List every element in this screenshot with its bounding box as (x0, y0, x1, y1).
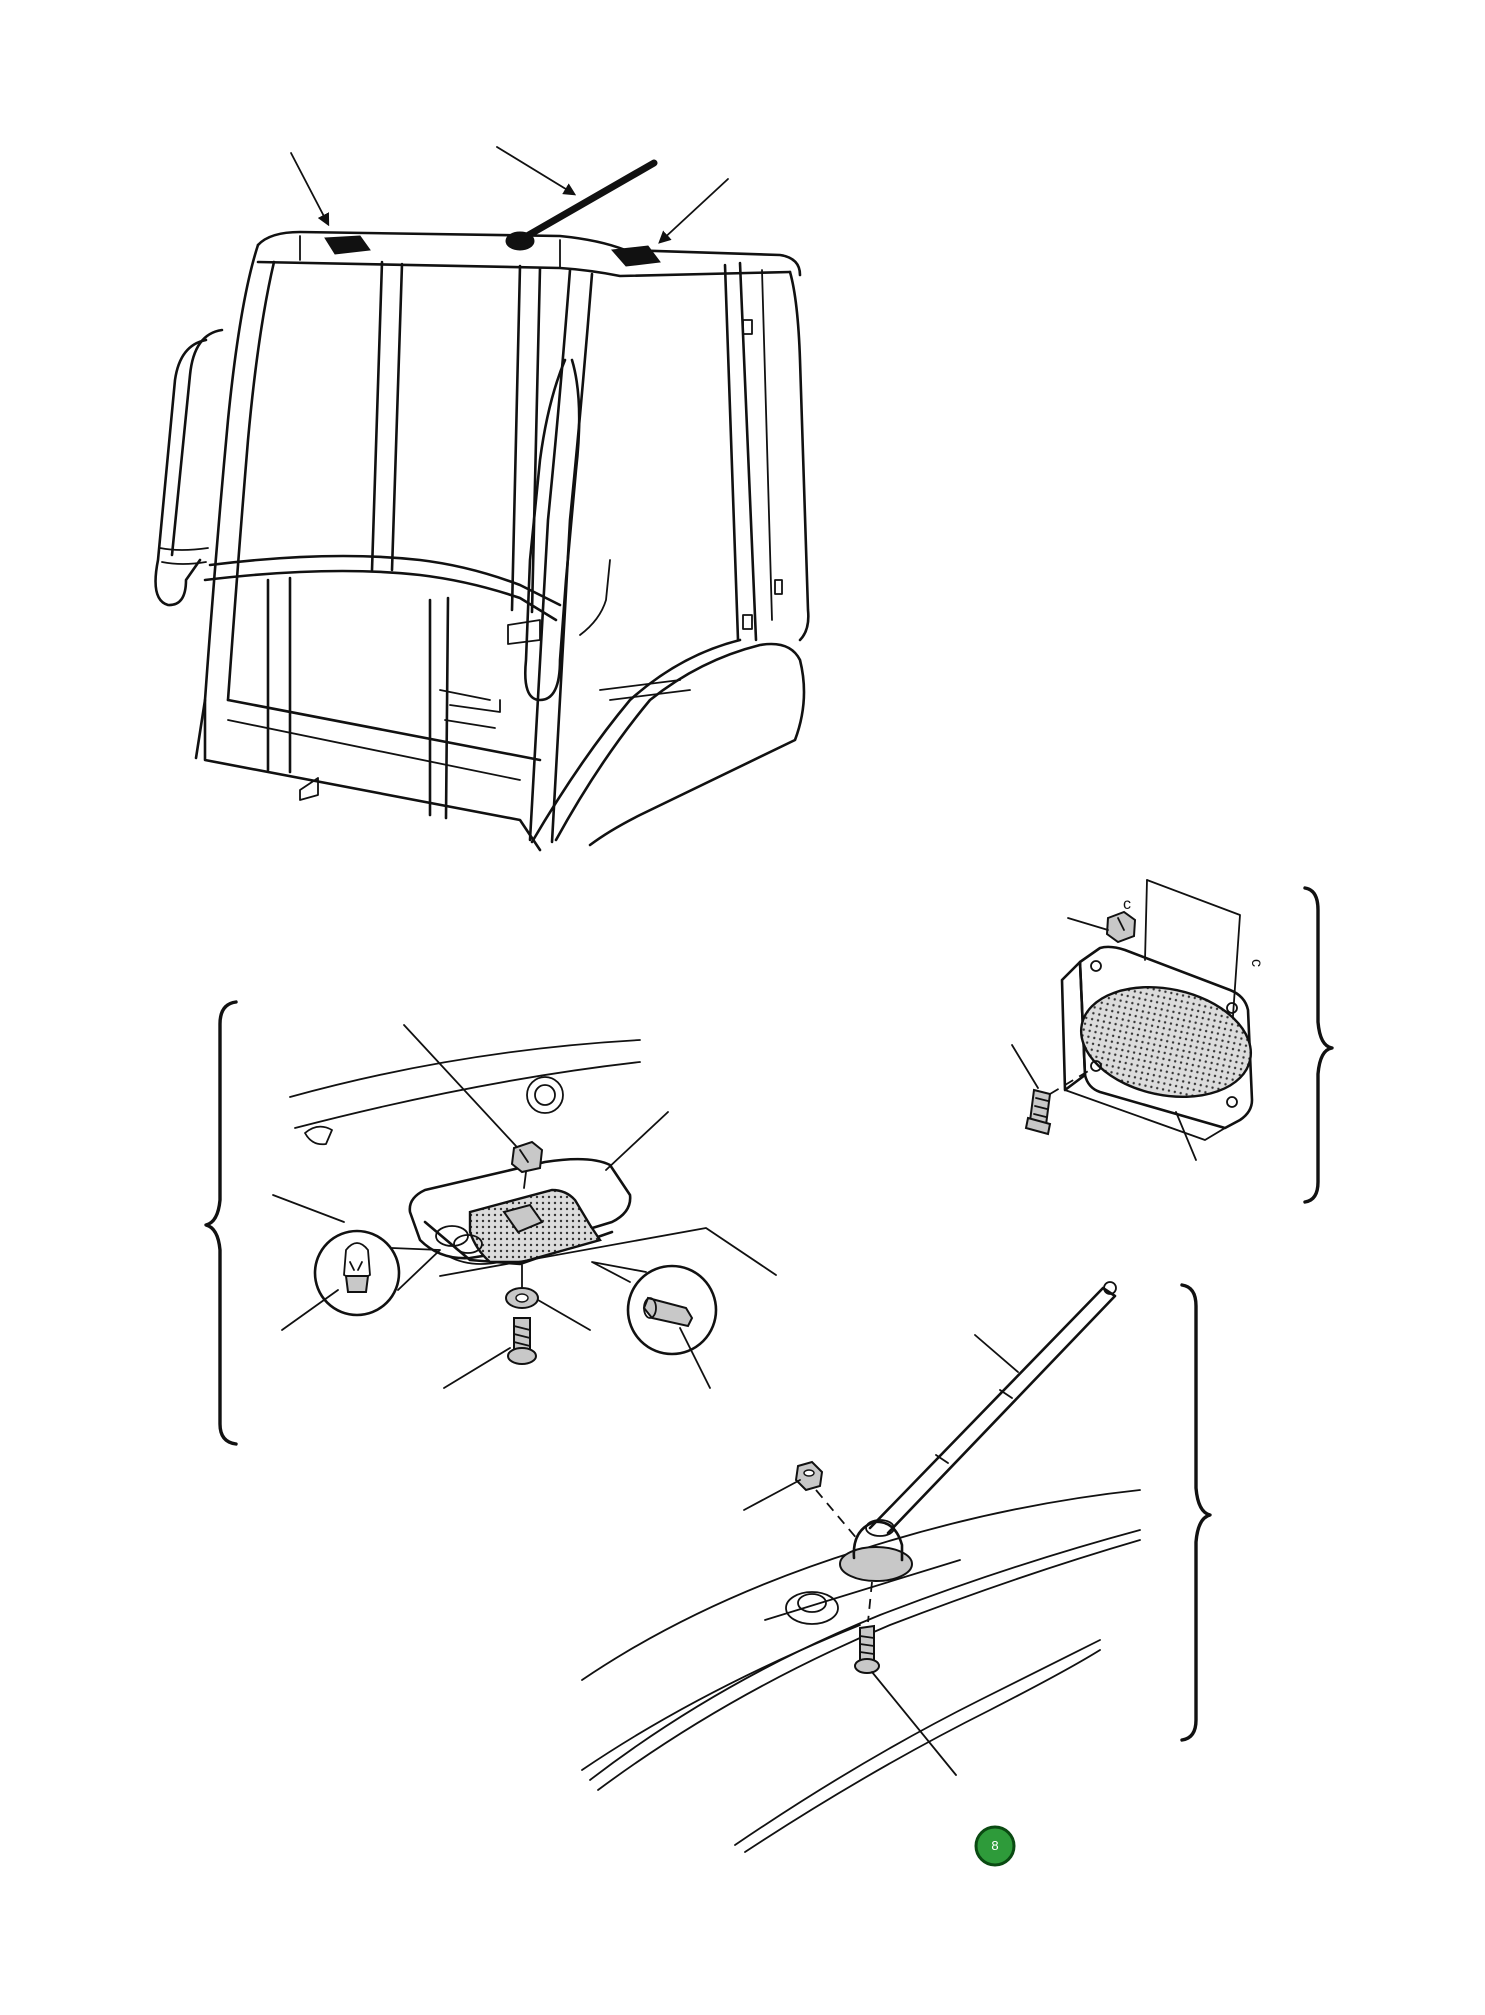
cab-frame-illustration (154, 159, 810, 852)
antenna-detail (581, 1281, 1141, 1853)
leader-dome-housing (605, 1111, 669, 1171)
bulb-callout-circle (313, 1229, 401, 1317)
festoon-bulb (642, 1296, 694, 1328)
leader-dome-clip (403, 1024, 517, 1147)
sheet-number-label: 8 (991, 1838, 999, 1853)
dome-light-brace (204, 1000, 238, 1446)
sheet-number-badge (974, 1825, 1016, 1867)
dome-light-housing (408, 1157, 632, 1260)
leader-speaker (1175, 1111, 1197, 1161)
speaker-frame (1078, 945, 1254, 1130)
festoon-bulb-callout-circle (626, 1264, 718, 1356)
speaker-detail-brace (1303, 886, 1334, 1204)
dome-light-lens (468, 1188, 602, 1264)
antenna-mast (868, 1286, 1117, 1535)
leader-festoon-bulb (679, 1327, 711, 1389)
speaker-clip-nut (1105, 910, 1137, 944)
speaker-detail: c c (1011, 879, 1265, 1161)
leader-antenna-screw (871, 1671, 957, 1776)
arrow-to-left-speaker (290, 152, 330, 227)
leader-dome-washer (537, 1299, 591, 1331)
location-arrows (290, 146, 729, 244)
antenna-detail-brace (1180, 1283, 1212, 1742)
leader-speaker-screw (1011, 1044, 1039, 1089)
leader-antenna-nut (743, 1479, 801, 1511)
speaker-grille (1079, 985, 1253, 1099)
leader-speaker-clip (1067, 917, 1109, 931)
leader-wedge-bulb (281, 1289, 339, 1331)
dome-light-detail (272, 1024, 777, 1389)
antenna-base-gasket (839, 1546, 913, 1582)
arrow-to-antenna (496, 146, 577, 196)
wedge-bulb (343, 1242, 371, 1280)
leader-dome-screw (443, 1347, 511, 1389)
roof-plug (785, 1591, 839, 1625)
speaker-plate-clip-mark-icon: c (1248, 959, 1265, 967)
leader-antenna-mast (974, 1334, 1019, 1373)
leader-dome-lens (272, 1194, 345, 1223)
arrow-to-right-speaker (658, 178, 729, 244)
speaker-clip-mark-icon: c (1123, 896, 1131, 913)
